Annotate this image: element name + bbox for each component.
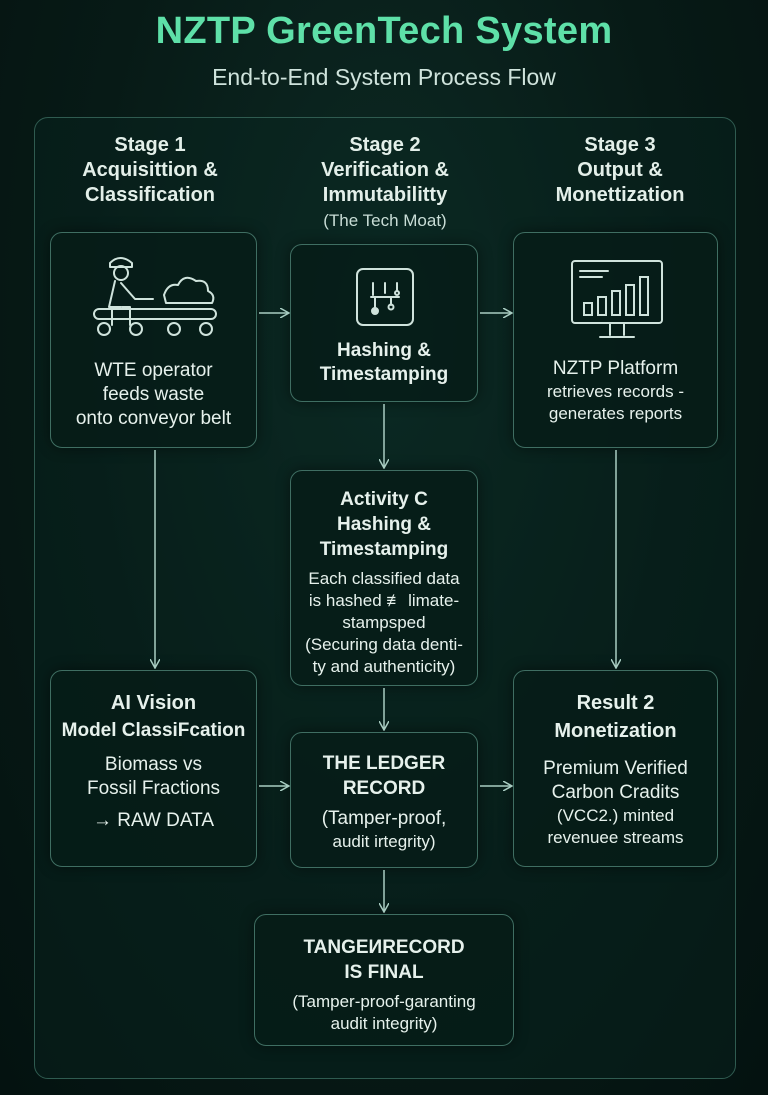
ai-line-2: Fossil Fractions <box>86 778 221 799</box>
page-title: NZTP GreenTech System <box>155 10 613 52</box>
stage-3-title-line2: Monettization <box>555 184 685 206</box>
stage-2-label: Stage 2 <box>349 134 421 156</box>
platform-line-3: generates reports <box>548 404 683 423</box>
result-head-1: Result 2 <box>576 692 655 714</box>
stage-2-header: Stage 2 Verification & Immutabilitty (Th… <box>290 133 480 233</box>
hashing-box: Hashing & Timestamping <box>290 244 478 402</box>
ai-vision-box: AI Vision Model ClassiFcation Biomass vs… <box>50 670 257 867</box>
ledger-line-1: (Tamper-proof, <box>321 808 447 829</box>
ai-head-2: Model ClassiFcation <box>61 720 246 741</box>
result-line-2: Carbon Cradits <box>551 782 680 803</box>
result-box: Result 2 Monetization Premium Verified C… <box>513 670 718 867</box>
stage-2-note: (The Tech Moat) <box>323 211 447 230</box>
stage-1-title-line1: Acquisittion & <box>82 159 218 181</box>
result-head-2: Monetization <box>554 720 677 742</box>
result-line-1: Premium Verified <box>543 758 688 779</box>
platform-line-2: retrieves records - <box>547 382 684 401</box>
final-line-1: (Tamper-proof-garanting <box>292 992 476 1011</box>
operator-line-3: onto conveyor belt <box>75 408 232 429</box>
operator-line-2: feeds waste <box>102 384 205 405</box>
hashing-line-2: Timestamping <box>319 364 449 385</box>
activity-line-4: (Securing data denti- <box>305 635 463 654</box>
operator-box: WTE operator feeds waste onto conveyor b… <box>50 232 257 448</box>
final-head-1: TANGEИRECORD <box>303 937 465 958</box>
stage-2-title-line2: Immutabilitty <box>322 184 448 206</box>
ledger-line-2: audit irtegrity) <box>332 832 436 851</box>
stage-1-label: Stage 1 <box>114 134 186 156</box>
ledger-head-2: RECORD <box>342 778 426 799</box>
activity-head-3: Timestamping <box>319 539 449 560</box>
activity-line-5: ty and authenticity) <box>312 657 456 676</box>
stage-1-title-line2: Classification <box>84 184 216 206</box>
platform-line-1: NZTP Platform <box>552 358 679 379</box>
hashing-line-1: Hashing & <box>337 340 431 361</box>
operator-line-1: WTE operator <box>94 360 213 381</box>
monitor-bar-chart-icon <box>571 260 663 338</box>
ai-line-1: Biomass vs <box>104 754 203 775</box>
activity-head-1: Activity C <box>340 489 428 510</box>
activity-box: Activity C Hashing & Timestamping Each c… <box>290 470 478 686</box>
platform-box: NZTP Platform retrieves records - genera… <box>513 232 718 448</box>
ledger-head-1: THE LEDGER <box>322 753 446 774</box>
result-line-3: (VCC2.) minted <box>556 806 675 825</box>
activity-line-2: is hashed ≢ limate- <box>308 591 460 610</box>
ai-head-1: AI Vision <box>110 692 197 714</box>
stage-1-header: Stage 1 Acquisittion & Classification <box>60 133 240 208</box>
page-subtitle: End-to-End System Process Flow <box>212 64 556 90</box>
stage-2-title-line1: Verification & <box>321 159 449 181</box>
final-head-2: IS FINAL <box>344 962 424 983</box>
ledger-box: THE LEDGER RECORD (Tamper-proof, audit i… <box>290 732 478 868</box>
stage-3-header: Stage 3 Output & Monettization <box>530 133 710 208</box>
activity-line-1: Each classified data <box>308 569 460 588</box>
activity-head-2: Hashing & <box>337 514 431 535</box>
final-line-2: audit integrity) <box>330 1014 438 1033</box>
worker-conveyor-icon <box>93 257 217 336</box>
stage-3-title-line1: Output & <box>577 159 663 181</box>
stage-3-label: Stage 3 <box>584 134 656 156</box>
circuit-chip-icon <box>356 268 414 326</box>
result-line-4: revenuee streams <box>547 828 684 847</box>
activity-line-3: stampsped <box>342 613 426 632</box>
ai-line-3: → RAW DATA <box>92 810 215 831</box>
final-record-box: TANGEИRECORD IS FINAL (Tamper-proof-gara… <box>254 914 514 1046</box>
